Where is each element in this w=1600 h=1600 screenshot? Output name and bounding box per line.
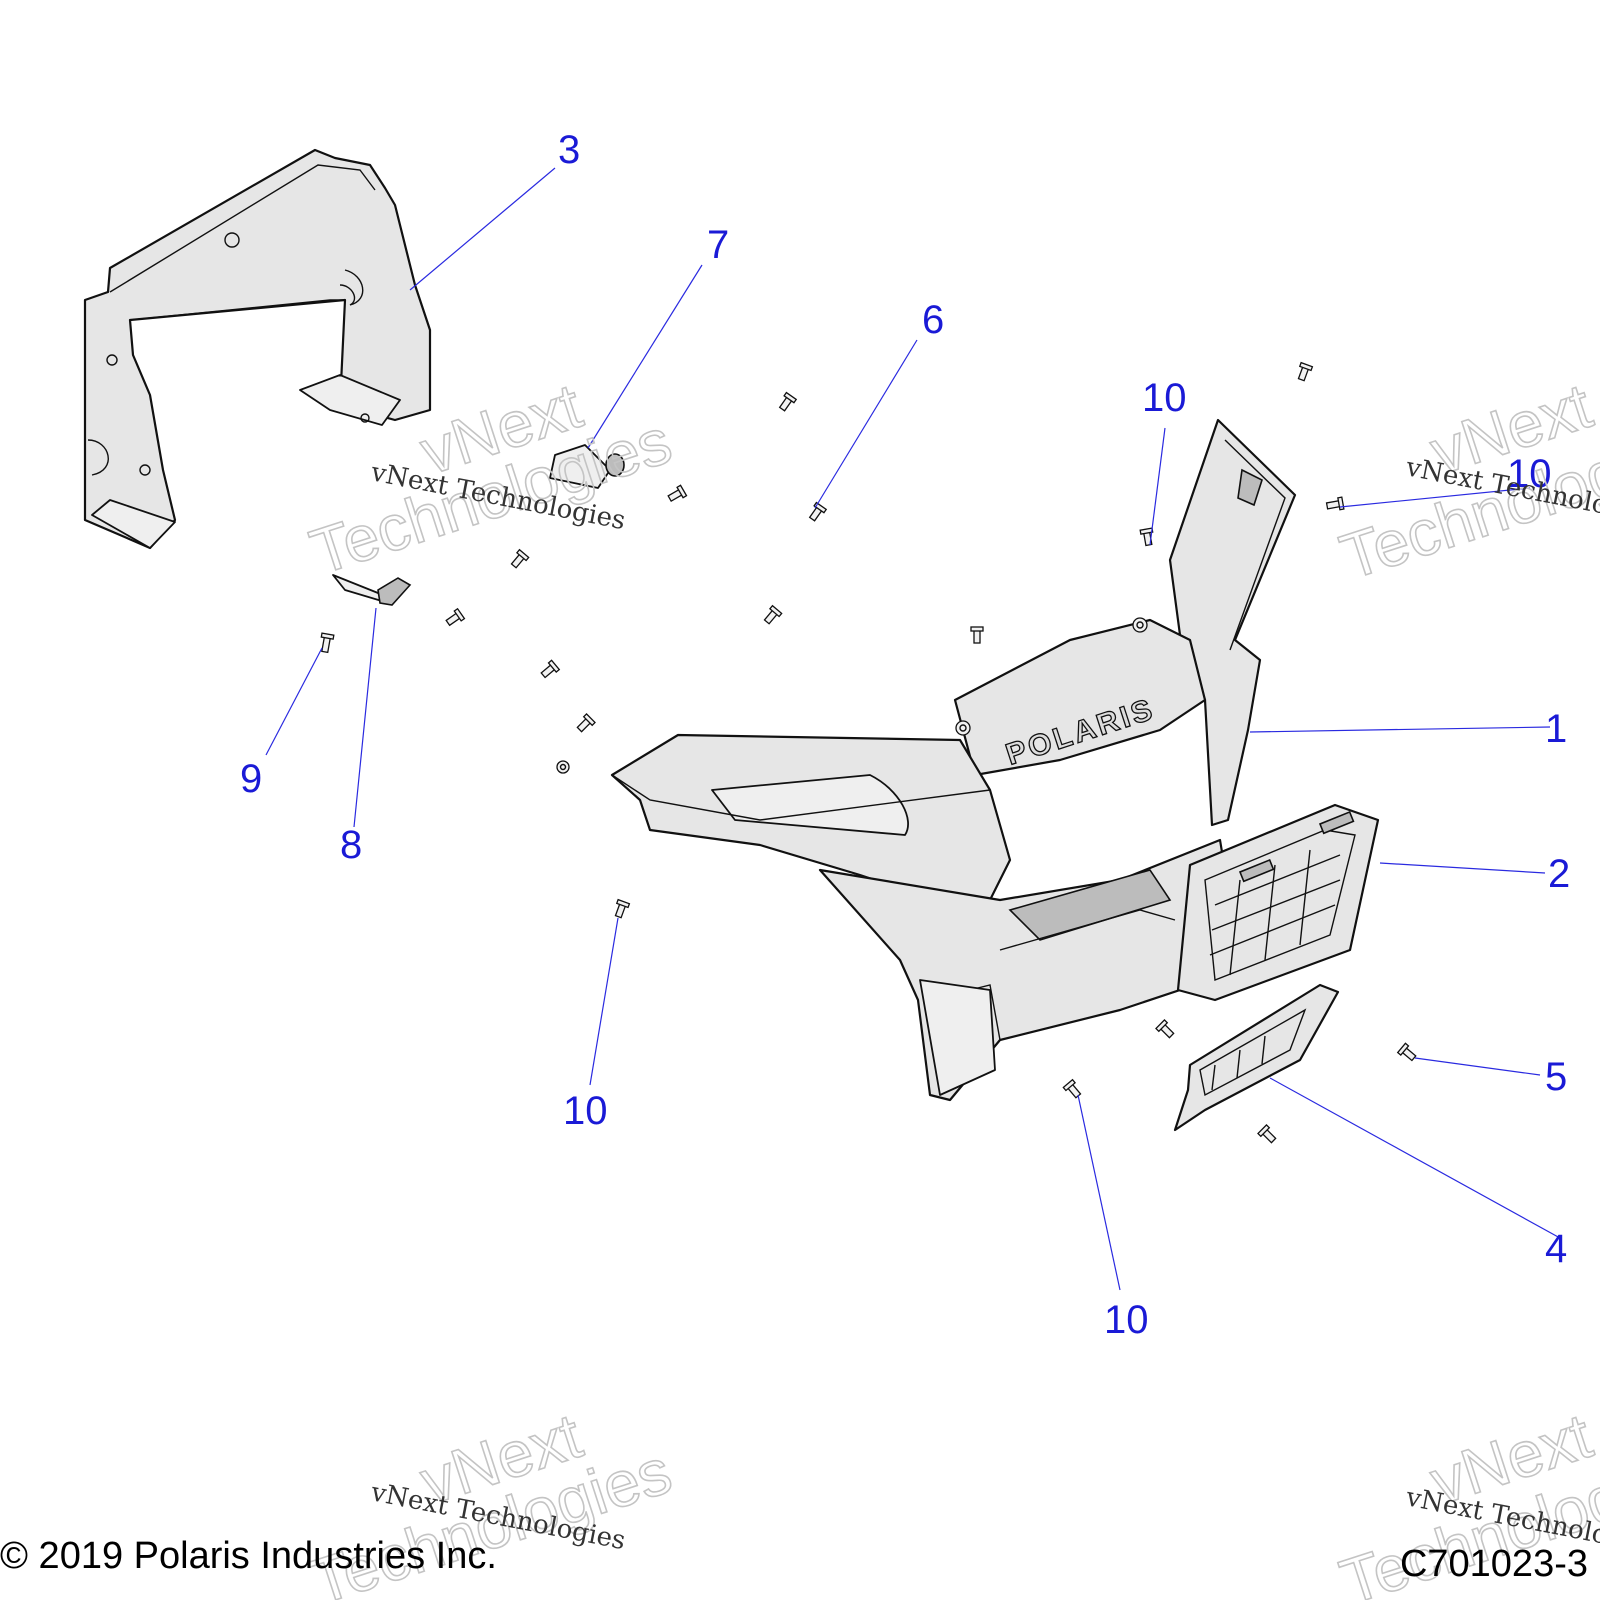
part-3-bracket [83,148,432,550]
screw-icon [667,484,688,502]
callout-5: 5 [1545,1055,1567,1099]
callout-labels: 3 7 6 10 10 1 2 5 4 10 10 8 9 [240,128,1570,1342]
nut-icon [955,720,971,736]
footer: © 2019 Polaris Industries Inc. C701023-3 [0,1535,1588,1585]
callout-1: 1 [1545,707,1567,751]
screw-icon [970,626,984,644]
callout-4: 4 [1545,1227,1567,1271]
screw-icon [320,632,335,654]
screw-icon [576,713,596,733]
screw-icon [1325,496,1345,511]
callout-10-top: 10 [1142,376,1187,420]
callout-2: 2 [1548,852,1570,896]
copyright-text: © 2019 Polaris Industries Inc. [0,1535,497,1577]
callout-6: 6 [922,298,944,342]
screw-icon [540,659,561,679]
part-1-front-bumper: POLARIS [610,418,1297,1102]
part-7-clip-bracket [549,444,625,489]
nut-icon [1132,617,1148,633]
part-4-lower-grille [1173,983,1340,1132]
screw-icon [778,391,798,412]
screw-icon [445,607,466,627]
part-2-grille [1176,803,1380,1002]
screw-icon [1062,1078,1082,1099]
screw-icon [763,604,783,625]
callout-10-bottom: 10 [1104,1298,1149,1342]
callout-10-right: 10 [1507,452,1552,496]
callout-7: 7 [707,223,729,267]
callout-9: 9 [240,757,262,801]
callout-3: 3 [558,128,580,172]
screw-icon [1139,527,1154,547]
screw-icon [1257,1124,1277,1144]
leader-lines [265,167,1561,1291]
part-8-pin [332,574,412,606]
screw-icon [510,548,530,569]
nut-icon [556,760,570,774]
callout-8: 8 [340,823,362,867]
callout-10-left: 10 [563,1089,608,1133]
screw-icon [614,898,631,919]
screw-icon [1155,1019,1175,1039]
screw-icon [1297,361,1314,382]
fasteners [320,361,1417,1144]
figure-code: C701023-3 [1400,1543,1588,1585]
screw-icon [1396,1042,1417,1062]
